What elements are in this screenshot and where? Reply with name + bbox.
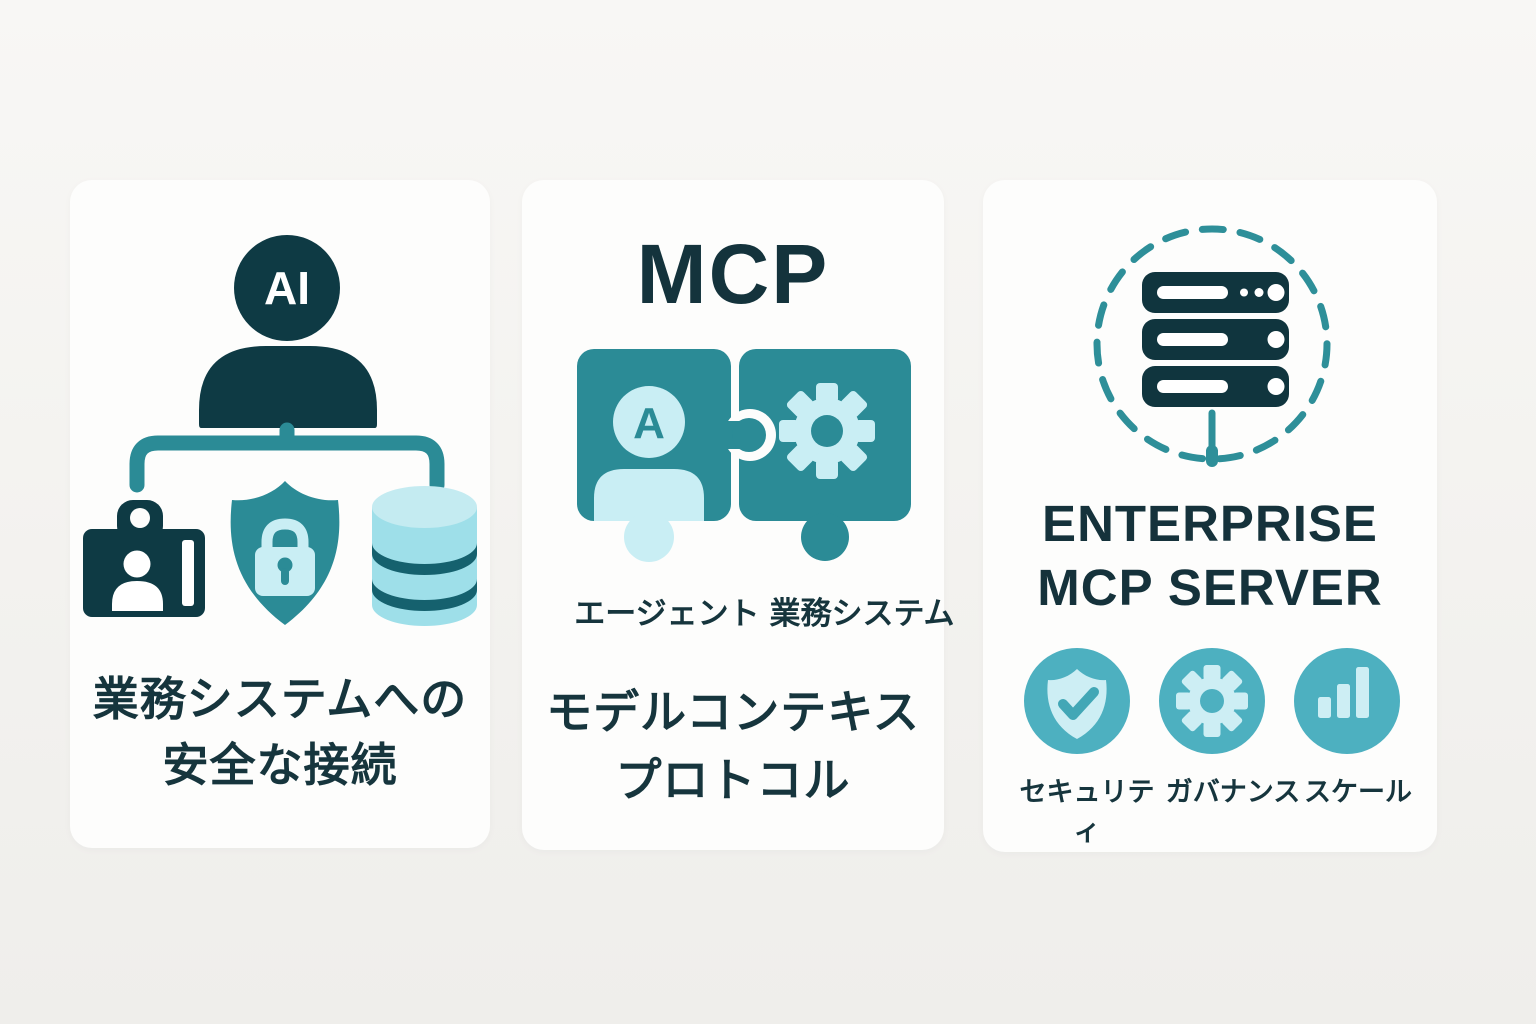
enterprise-title-line2: MCP SERVER [1037, 559, 1383, 616]
dashed-circle [1093, 225, 1331, 463]
panel-mcp-protocol: MCP A [522, 180, 955, 850]
left-panel-caption: 業務システムへの 安全な接続 [70, 666, 490, 798]
panel-enterprise-mcp-server: ENTERPRISE MCP SERVER セキュリティ ガバナンス スケール [983, 180, 1437, 852]
agent-letter: A [633, 399, 665, 448]
server-rack-icon [1142, 272, 1289, 407]
agent-person-icon: A [594, 386, 704, 562]
middle-caption-line1: モデルコンテキス [546, 686, 920, 738]
middle-panel-caption: モデルコンテキス プロトコル [522, 678, 944, 814]
database-icon [372, 486, 477, 626]
id-card-icon [83, 500, 205, 617]
system-label: 業務システム [769, 596, 955, 631]
panel-secure-connection: AI [70, 180, 490, 848]
gear-icon [1176, 665, 1248, 737]
bar-chart-icon [1318, 667, 1369, 718]
system-puzzle-tab [801, 513, 849, 561]
shield-check-icon [1047, 669, 1107, 739]
left-caption-line2: 安全な接続 [162, 739, 398, 791]
system-gear-icon [779, 383, 875, 479]
enterprise-title-line1: ENTERPRISE [1042, 495, 1378, 552]
branch-connector-lines [129, 422, 445, 493]
mcp-title: MCP [636, 227, 830, 321]
mcp-puzzle-graphic: A [577, 349, 911, 562]
security-badge [1024, 648, 1130, 754]
puzzle-knob [718, 418, 766, 452]
shield-lock-icon [230, 481, 340, 625]
left-caption-line1: 業務システムへの [92, 673, 468, 725]
agent-label: エージェント [574, 596, 760, 631]
security-label: セキュリティ [1019, 777, 1155, 846]
enterprise-server-graphic [1024, 225, 1400, 754]
governance-badge [1159, 648, 1265, 754]
scale-badge [1294, 648, 1400, 754]
scale-label: スケール [1304, 777, 1412, 807]
middle-caption-line2: プロトコル [615, 754, 851, 806]
enterprise-server-title: ENTERPRISE MCP SERVER [983, 492, 1437, 620]
ai-avatar-icon: AI [199, 235, 377, 428]
secure-connection-graphic: AI [83, 235, 477, 626]
ai-label: AI [264, 262, 310, 314]
governance-label: ガバナンス [1165, 777, 1301, 807]
